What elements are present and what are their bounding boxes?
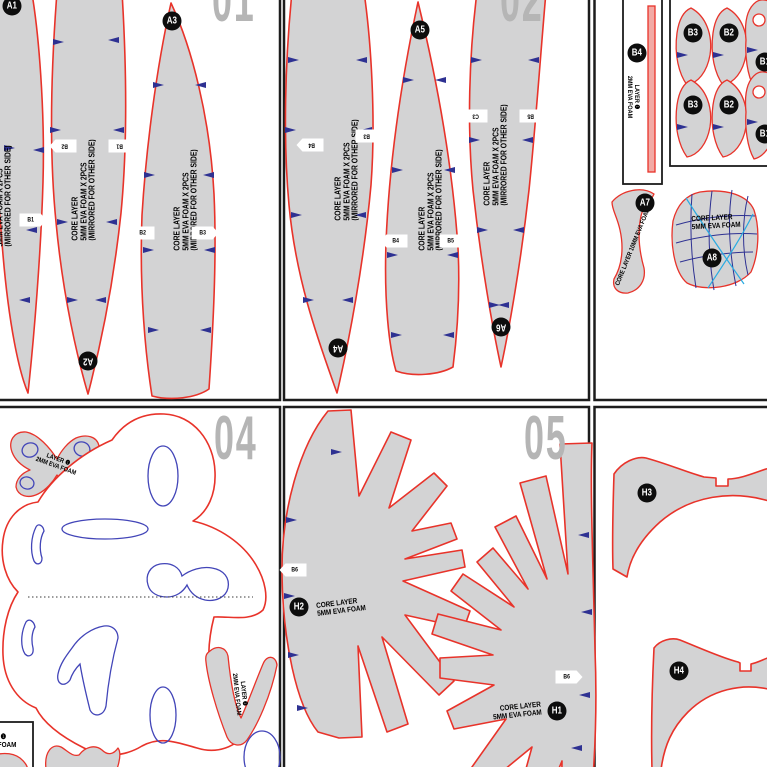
seam-marker-b1: B1 (19, 213, 47, 227)
page-number-02: 02 (500, 0, 544, 35)
piece-label-b2-leaf-2: B2 (719, 95, 739, 115)
piece-label-a6: A6 (491, 317, 511, 337)
page-03-border (593, 0, 767, 402)
piece-b4-strip (647, 5, 656, 173)
piece-h2-fan (281, 409, 471, 739)
seam-marker-b6-left: B6 (279, 563, 307, 577)
page-02-border (282, 0, 591, 402)
notch-marks (4, 37, 758, 751)
piece-label-a3: A3 (162, 11, 182, 31)
seam-marker-b1-top: B1 (108, 139, 136, 153)
piece-a6-gore (468, 0, 547, 368)
piece-label-a5: A5 (410, 20, 430, 40)
piece-a7-crescent (611, 189, 655, 294)
piece-h4-arch (650, 638, 767, 767)
piece-label-h2: H2 (289, 597, 309, 617)
piece-mustache-partial (45, 745, 121, 767)
piece-a3-gore (140, 2, 216, 400)
piece-label-a4: A4 (328, 338, 348, 358)
piece-label-h3: H3 (637, 483, 657, 503)
seam-marker-b4: B4 (380, 234, 408, 248)
page-number-01: 01 (212, 0, 256, 35)
piece-layer2-v (205, 646, 278, 746)
page-number-05: 05 (524, 404, 568, 473)
piece-label-b3-leaf-1: B3 (683, 23, 703, 43)
mask-guide-lines (21, 445, 281, 767)
seam-marker-b3-top: B3 (355, 129, 383, 143)
piece-label-a7: A7 (635, 193, 655, 213)
seam-marker-c3: C3 (460, 109, 488, 123)
piece-label-h4: H4 (669, 661, 689, 681)
page-01-border (0, 0, 282, 402)
seam-marker-b3: B3 (191, 226, 219, 240)
piece-label-b1-leaf-1: B1 (755, 52, 767, 72)
piece-b1-teardrop-2 (744, 71, 767, 160)
piece-label-b2-leaf-1: B2 (719, 23, 739, 43)
piece-label-b1-leaf-2: B1 (755, 124, 767, 144)
leaf-box-header: 5MM EVA FOAM (689, 0, 747, 1)
piece-a1-gore (0, 0, 45, 394)
seam-marker-b2-top: B2 (49, 139, 77, 153)
piece-h3-arch (611, 456, 767, 578)
piece-b1-hole-1 (752, 13, 766, 27)
corner-partial-piece (0, 752, 28, 767)
piece-label-a8: A8 (702, 248, 722, 268)
piece-a5-gore (384, 1, 460, 376)
page-04-border (0, 405, 282, 767)
piece-label-a2: A2 (78, 351, 98, 371)
seam-marker-b6-right: B6 (555, 670, 583, 684)
page-number-04: 04 (214, 404, 258, 473)
piece-a4-gore (284, 0, 374, 394)
piece-label-b3-leaf-2: B3 (683, 95, 703, 115)
seam-marker-b2: B2 (127, 226, 155, 240)
seam-marker-b4-top: B4 (296, 138, 324, 152)
piece-b1-hole-2 (752, 85, 766, 99)
seam-marker-b5-top: B5 (519, 109, 547, 123)
seam-marker-b5: B5 (439, 234, 467, 248)
piece-label-h1: H1 (547, 701, 567, 721)
piece-h1-fan (431, 442, 597, 767)
piece-a8-panel (671, 190, 759, 289)
piece-label-b4-strip: B4 (627, 43, 647, 63)
piece-label-a1: A1 (2, 0, 22, 16)
